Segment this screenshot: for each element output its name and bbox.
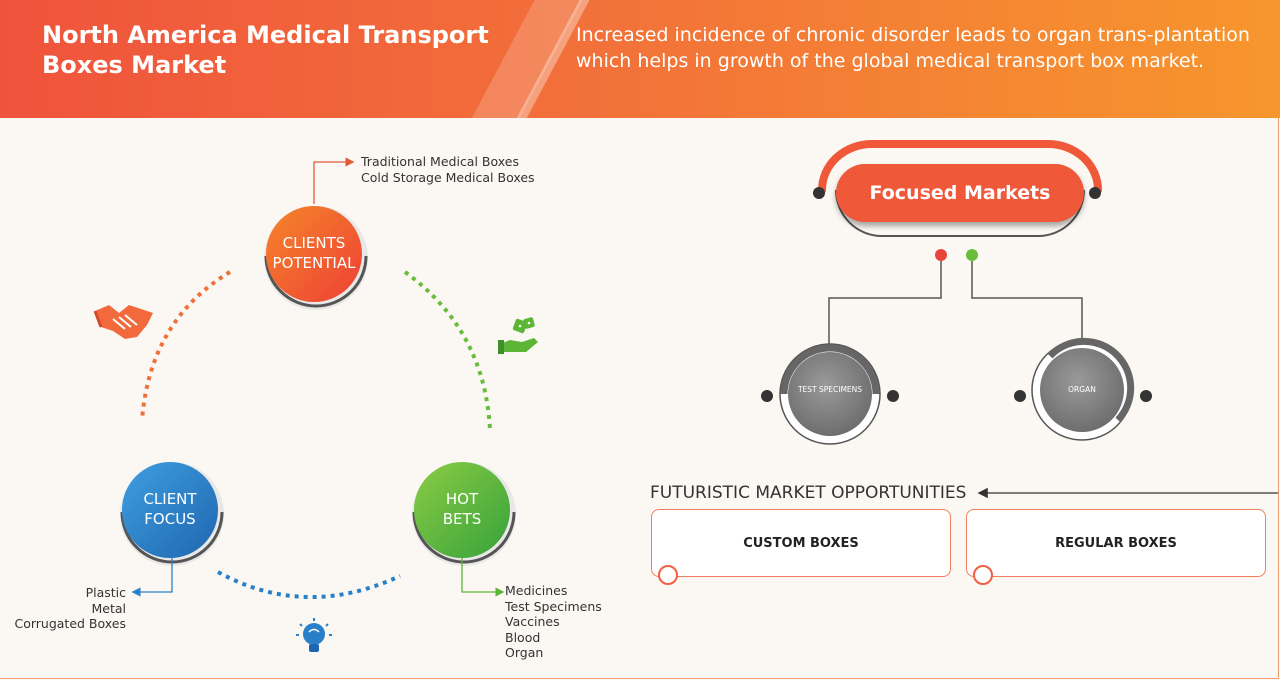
list-item: Cold Storage Medical Boxes bbox=[361, 169, 535, 185]
hot-bets-label: HOT BETS bbox=[407, 489, 517, 529]
page-subtitle: Increased incidence of chronic disorder … bbox=[576, 24, 1250, 72]
client-focus-label-line2: FOCUS bbox=[144, 510, 196, 528]
list-item: Medicines bbox=[505, 583, 568, 598]
clients-potential-label-line2: POTENTIAL bbox=[272, 254, 356, 272]
ring-icon bbox=[973, 565, 993, 585]
client-focus-label: CLIENT FOCUS bbox=[115, 489, 225, 529]
hot-bets-node bbox=[412, 462, 516, 597]
custom-boxes-label: CUSTOM BOXES bbox=[743, 535, 859, 551]
client-focus-list: Plastic Metal Corrugated Boxes bbox=[14, 585, 126, 632]
segment-connector-left bbox=[828, 261, 942, 350]
organ-label: ORGAN bbox=[1068, 385, 1096, 394]
list-item: Vaccines bbox=[505, 614, 560, 629]
regular-boxes-label: REGULAR BOXES bbox=[1055, 535, 1177, 551]
focused-markets-title: Focused Markets bbox=[836, 164, 1084, 222]
clients-potential-connector bbox=[313, 157, 355, 204]
regular-boxes-card: REGULAR BOXES bbox=[966, 509, 1266, 585]
green-dotted-arc bbox=[403, 270, 492, 431]
hand-dice-icon bbox=[498, 317, 538, 354]
green-connector-dot bbox=[966, 249, 978, 261]
lightbulb-icon bbox=[296, 618, 332, 652]
hot-bets-list: Medicines Test Specimens Vaccines Blood … bbox=[505, 583, 602, 661]
list-item: Traditional Medical Boxes bbox=[361, 154, 519, 169]
header-banner: North America Medical Transport Boxes Ma… bbox=[0, 0, 1280, 118]
handshake-icon bbox=[93, 305, 153, 339]
list-item: Blood bbox=[505, 629, 541, 645]
blue-dotted-arc bbox=[217, 570, 401, 600]
list-item: Test Specimens bbox=[505, 598, 602, 614]
custom-boxes-card: CUSTOM BOXES bbox=[651, 509, 951, 585]
segment-connector-right bbox=[971, 261, 1083, 350]
clients-potential-list: Traditional Medical Boxes Cold Storage M… bbox=[361, 154, 535, 185]
list-item: Organ bbox=[505, 645, 544, 660]
red-connector-dot bbox=[935, 249, 947, 261]
organ-node bbox=[1014, 337, 1152, 441]
clients-potential-label: CLIENTS POTENTIAL bbox=[259, 233, 369, 273]
page-title: North America Medical Transport Boxes Ma… bbox=[42, 21, 489, 79]
list-item: Metal bbox=[91, 600, 126, 616]
hot-bets-label-line2: BETS bbox=[442, 510, 482, 528]
clients-potential-label-line1: CLIENTS bbox=[282, 234, 346, 252]
client-focus-label-line1: CLIENT bbox=[143, 490, 197, 508]
clients-potential-node bbox=[264, 157, 368, 310]
test-specimens-label: TEST SPECIMENS bbox=[797, 385, 863, 394]
hot-bets-label-line1: HOT bbox=[445, 490, 479, 508]
list-item: Plastic bbox=[85, 585, 126, 600]
orange-dotted-arc bbox=[140, 270, 232, 421]
list-item: Corrugated Boxes bbox=[14, 616, 126, 631]
test-specimens-node bbox=[761, 343, 899, 445]
client-focus-connector bbox=[131, 558, 173, 597]
futuristic-title: FUTURISTIC MARKET OPPORTUNITIES bbox=[650, 483, 967, 503]
content-frame bbox=[0, 118, 1279, 679]
hot-bets-connector bbox=[461, 558, 505, 597]
client-focus-node bbox=[120, 462, 224, 597]
ring-icon bbox=[658, 565, 678, 585]
